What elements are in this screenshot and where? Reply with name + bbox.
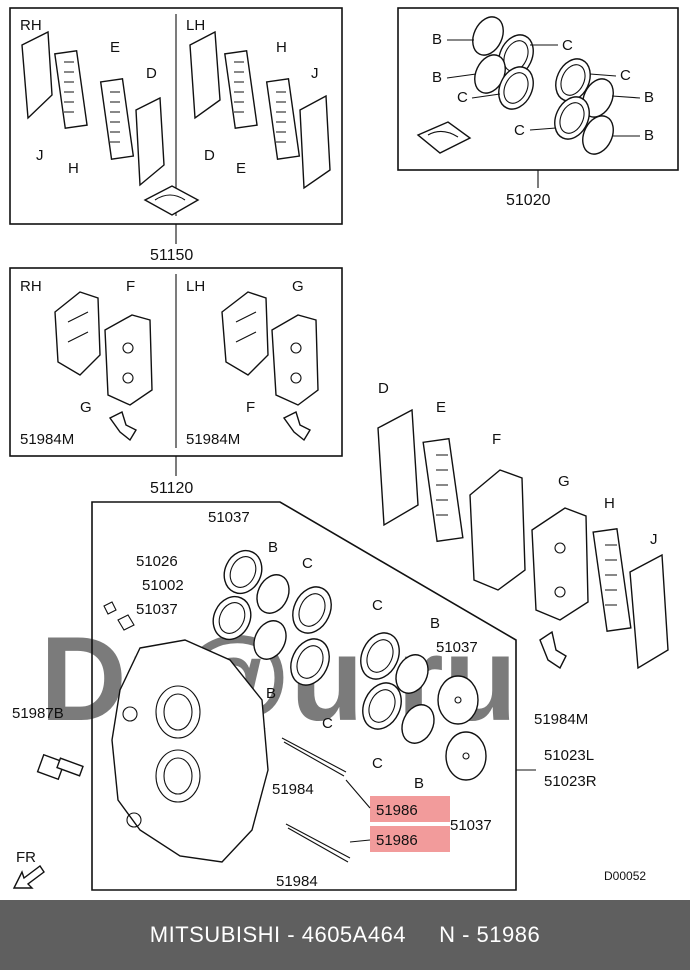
no-51002: 51002 (142, 577, 184, 594)
label-c-s1: C (562, 37, 573, 54)
shim-group-lh (189, 30, 331, 190)
highlight-box-1 (370, 796, 450, 822)
no-51037-d: 51037 (450, 817, 492, 834)
exp-label-e: E (436, 399, 446, 416)
exp-label-d: D (378, 380, 389, 397)
caliper-no-l: 51023L (544, 747, 594, 764)
label-h-1: H (68, 160, 79, 177)
label-b-s4: B (644, 127, 654, 144)
diagram-code: D00052 (604, 869, 646, 883)
label-e-2: E (236, 160, 246, 177)
exp-label-g: G (558, 473, 570, 490)
lh-label: LH (186, 17, 205, 34)
no-51037-b: 51037 (136, 601, 178, 618)
label-d-1: D (146, 65, 157, 82)
exp-label-b2: B (266, 685, 276, 702)
highlight-box-2 (370, 826, 450, 852)
highlight-51986-1: 51986 (376, 802, 418, 819)
no-51037-c: 51037 (436, 639, 478, 656)
part-no-51120: 51120 (150, 480, 193, 497)
footer-separator: - (280, 922, 302, 947)
rh-label-2: RH (20, 278, 42, 295)
caliper-body (111, 639, 269, 863)
label-g-2: G (292, 278, 304, 295)
highlight-51986-2: 51986 (376, 832, 418, 849)
no-51984m: 51984M (534, 711, 588, 728)
assembly-frame (91, 501, 517, 891)
part-no-51020: 51020 (506, 192, 551, 209)
part-no-51150: 51150 (150, 247, 193, 264)
label-f-2: F (246, 399, 255, 416)
exp-label-b4: B (414, 775, 424, 792)
no-51026: 51026 (136, 553, 178, 570)
exp-label-j: J (650, 531, 658, 548)
caliper-no-r: 51023R (544, 773, 597, 790)
label-b-s3: B (644, 89, 654, 106)
exp-label-h: H (604, 495, 615, 512)
parts-diagram: Dr@u.ru RH LH J H E D D E H J 51150 (9, 7, 679, 891)
label-j-2: J (311, 65, 319, 82)
no-51984-b: 51984 (276, 873, 318, 890)
label-b-s1: B (432, 31, 442, 48)
footer-part-number: 4605A464 (301, 922, 407, 947)
footer-gap (406, 922, 439, 948)
clip-no-lh: 51984M (186, 431, 240, 448)
pistons-left (212, 549, 332, 686)
pad-group-rh (54, 291, 153, 442)
exp-label-c2: C (322, 715, 333, 732)
label-c-s4: C (514, 122, 525, 139)
exp-label-b1: B (268, 539, 278, 556)
label-f-1: F (126, 278, 135, 295)
exp-label-f: F (492, 431, 501, 448)
label-h-2: H (276, 39, 287, 56)
label-g-1: G (80, 399, 92, 416)
exp-label-c1: C (302, 555, 313, 572)
label-e-1: E (110, 39, 120, 56)
label-c-s2: C (457, 89, 468, 106)
footer-bar: MITSUBISHI - 4605A464 N - 51986 (0, 900, 690, 970)
label-d-2: D (204, 147, 215, 164)
lh-label-2: LH (186, 278, 205, 295)
pistons-right (360, 632, 487, 781)
shim-group-rh (21, 30, 200, 216)
exp-label-c3: C (372, 597, 383, 614)
rh-label: RH (20, 17, 42, 34)
fr-arrow-icon (12, 864, 45, 889)
footer-brand: MITSUBISHI (149, 922, 281, 947)
no-51987b: 51987B (12, 705, 64, 722)
footer-reference: N - 51986 (439, 922, 541, 947)
pad-group-lh (221, 291, 319, 442)
label-c-s3: C (620, 67, 631, 84)
fr-label: FR (16, 849, 36, 866)
no-51037-a: 51037 (208, 509, 250, 526)
no-51984-a: 51984 (272, 781, 314, 798)
label-b-s2: B (432, 69, 442, 86)
exp-label-b3: B (430, 615, 440, 632)
seal-group (416, 16, 614, 155)
exp-label-c4: C (372, 755, 383, 772)
label-j-1: J (36, 147, 44, 164)
bolt (36, 753, 84, 781)
exploded-shims (377, 408, 669, 670)
clip-no-rh: 51984M (20, 431, 74, 448)
